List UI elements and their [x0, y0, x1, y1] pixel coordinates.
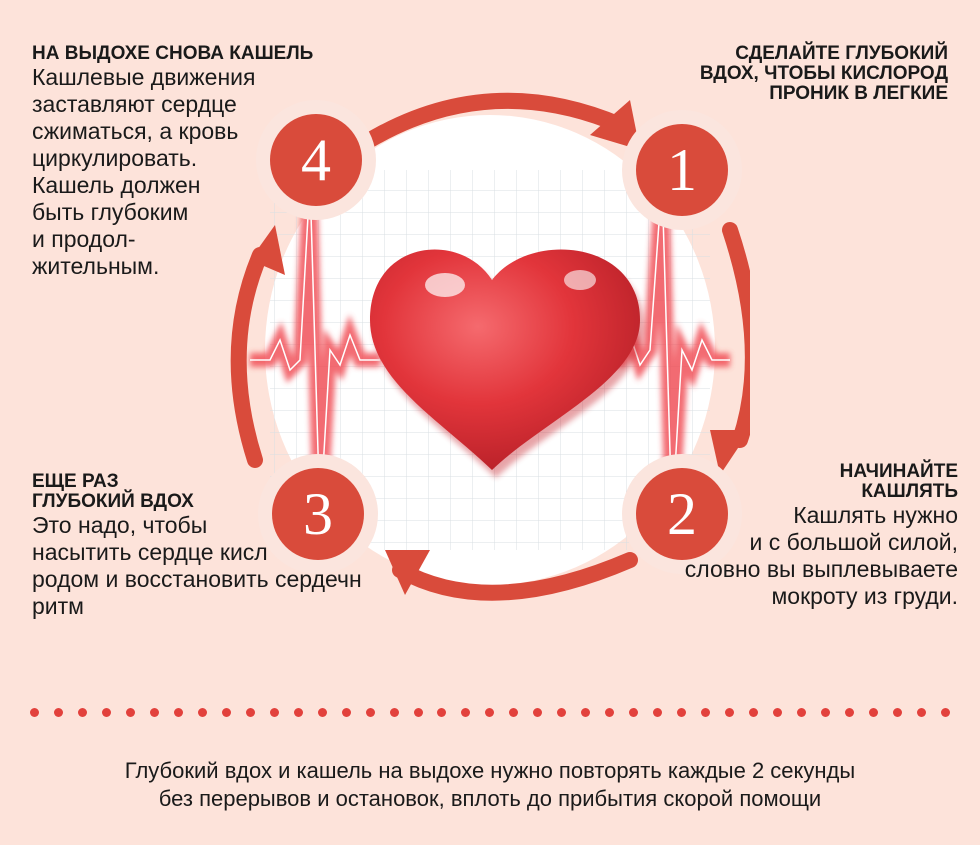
body-line: Кашлять нужно [793, 502, 958, 528]
step-2-title-line: НАЧИНАЙТЕ [839, 461, 958, 482]
divider-dot [101, 708, 111, 717]
step-3-title-line: ГЛУБОКИЙ ВДОХ [32, 491, 194, 512]
divider-dot [749, 708, 759, 717]
divider-dot [197, 708, 207, 717]
body-line: циркулировать. [32, 145, 198, 171]
divider-dot [773, 708, 783, 717]
step-2-badge: 2 [636, 468, 728, 560]
step-3-badge: 3 [272, 468, 364, 560]
body-line: жительным. [32, 253, 160, 279]
divider-dot [868, 708, 878, 717]
divider-dot [30, 708, 39, 717]
step-1-title-line: ВДОХ, ЧТОБЫ КИСЛОРОД [699, 63, 948, 84]
step-3-body: Это надо, чтобы насытить сердце кисл род… [32, 512, 432, 620]
divider-dot [365, 708, 375, 717]
arrow-1-to-2 [722, 222, 761, 448]
body-line: Кашель должен [32, 172, 201, 198]
divider-dot [725, 708, 735, 717]
divider-dot [557, 708, 567, 717]
arrow-4-to-1 [362, 92, 628, 148]
divider-dot [77, 708, 87, 717]
divider-dot [653, 708, 663, 717]
divider-dot [581, 708, 591, 717]
divider-dot [797, 708, 806, 717]
divider-dot [533, 708, 543, 717]
arrow-head-left-icon [385, 550, 430, 595]
body-line: родом и восстановить сердечн [32, 566, 362, 592]
dotted-divider [30, 708, 950, 722]
step-2-text: НАЧИНАЙТЕ КАШЛЯТЬ Кашлять нужно и с боль… [618, 462, 958, 610]
cycle-illustration: 4 1 3 2 [230, 80, 761, 620]
body-line: мокроту из груди. [771, 583, 958, 609]
divider-dot [437, 708, 447, 717]
body-line: словно вы выплевываете [684, 556, 958, 582]
ecg-grid-heart-illustration [230, 92, 761, 601]
divider-dot [269, 708, 279, 717]
divider-dot [341, 708, 351, 717]
arrow-head-down-icon [710, 430, 750, 475]
divider-dot [221, 708, 231, 717]
divider-dot [125, 708, 135, 717]
divider-dot [701, 708, 711, 717]
divider-dot [820, 708, 830, 717]
step-3-text: ЕЩЕ РАЗ ГЛУБОКИЙ ВДОХ Это надо, чтобы на… [32, 472, 432, 620]
divider-dot [677, 708, 687, 717]
body-line: насытить сердце кисл [32, 539, 268, 565]
arrow-3-to-4 [230, 247, 268, 468]
step-3-title-line: ЕЩЕ РАЗ [32, 471, 119, 492]
divider-dot [940, 708, 950, 717]
step-4-title: НА ВЫДОХЕ СНОВА КАШЕЛЬ [32, 43, 314, 64]
step-4-body: Кашлевые движения заставляют сердце сжим… [32, 64, 362, 280]
body-line: Это надо, чтобы [32, 512, 208, 538]
divider-dot [485, 708, 495, 717]
footer-line-2: без перерывов и остановок, вплоть до при… [158, 786, 822, 811]
body-line: сжиматься, а кровь [32, 118, 239, 144]
body-line: заставляют сердце [32, 91, 237, 117]
divider-dot [173, 708, 183, 717]
step-4-text: НА ВЫДОХЕ СНОВА КАШЕЛЬ Кашлевые движения… [32, 44, 362, 280]
step-2-body: Кашлять нужно и с большой силой, словно … [618, 502, 958, 610]
footer-note: Глубокий вдох и кашель на выдохе нужно п… [0, 757, 980, 813]
divider-dot [149, 708, 159, 717]
divider-dot [317, 708, 327, 717]
divider-dot [916, 708, 926, 717]
step-4-badge: 4 [270, 114, 362, 206]
divider-dot [461, 708, 471, 717]
divider-dot [53, 708, 63, 717]
footer-line-1: Глубокий вдох и кашель на выдохе нужно п… [124, 758, 856, 783]
divider-dot [629, 708, 639, 717]
ecg-line-left [250, 179, 380, 521]
step-1-badge: 1 [636, 124, 728, 216]
arrow-2-to-3 [392, 552, 638, 601]
body-line: быть глубоким [32, 199, 189, 225]
divider-dot [245, 708, 255, 717]
body-line: и с большой силой, [749, 529, 958, 555]
divider-dot [605, 708, 615, 717]
divider-dot [413, 708, 423, 717]
divider-dot [293, 708, 303, 717]
body-line: ритм [32, 593, 84, 619]
divider-dot [389, 708, 399, 717]
divider-dot [892, 708, 902, 717]
step-1-text: СДЕЛАЙТЕ ГЛУБОКИЙ ВДОХ, ЧТОБЫ КИСЛОРОД П… [628, 44, 948, 104]
arrow-head-right-icon [590, 100, 640, 150]
body-line: Кашлевые движения [32, 64, 256, 90]
step-2-title-line: КАШЛЯТЬ [861, 481, 958, 502]
step-1-title-line: СДЕЛАЙТЕ ГЛУБОКИЙ [735, 43, 948, 64]
body-line: и продол- [32, 226, 136, 252]
divider-dot [509, 708, 519, 717]
step-1-title-line: ПРОНИК В ЛЕГКИЕ [769, 83, 948, 104]
arrow-head-up-icon [250, 225, 285, 275]
divider-dot [844, 708, 854, 717]
heart-icon [370, 249, 644, 478]
